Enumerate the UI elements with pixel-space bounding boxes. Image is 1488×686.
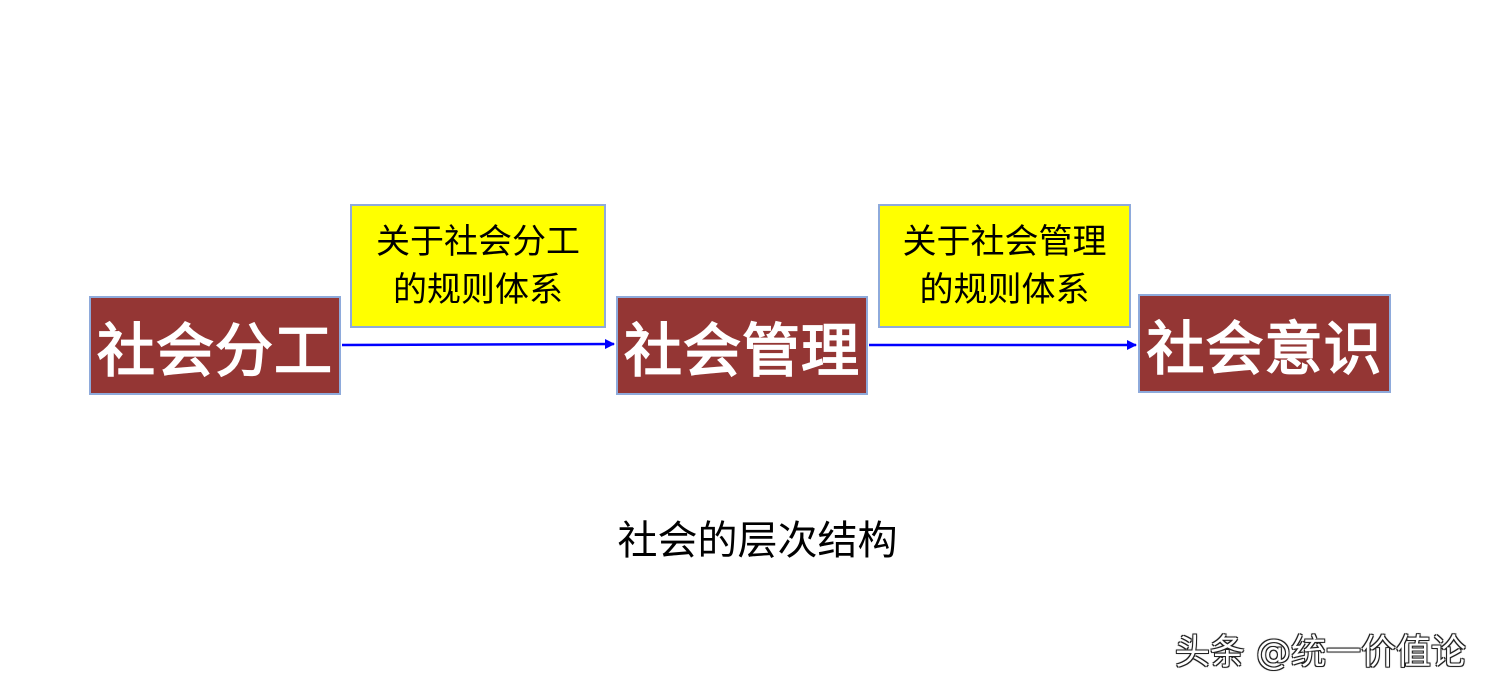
arrow-division-to-management — [341, 339, 615, 350]
node-social-division-text: 社会分工 — [96, 316, 333, 385]
node-social-management: 社会管理 — [616, 296, 868, 395]
node-social-division: 社会分工 — [89, 296, 341, 395]
edge-label-division-rules-line2: 的规则体系 — [393, 270, 563, 310]
watermark: 头条 @统一价值论 — [1174, 633, 1466, 673]
edge-label-division-rules-line1: 关于社会分工 — [376, 222, 580, 262]
diagram-caption: 社会的层次结构 — [617, 518, 898, 564]
edge-label-management-rules-line2: 的规则体系 — [919, 270, 1090, 310]
edge-label-management-rules-line1: 关于社会管理 — [902, 222, 1107, 262]
edge-label-management-rules: 关于社会管理 的规则体系 — [878, 204, 1131, 328]
edge-label-division-rules: 关于社会分工 的规则体系 — [350, 204, 606, 328]
node-social-consciousness: 社会意识 — [1138, 294, 1391, 393]
node-social-management-text: 社会管理 — [623, 316, 860, 385]
node-social-consciousness-text: 社会意识 — [1146, 314, 1383, 383]
